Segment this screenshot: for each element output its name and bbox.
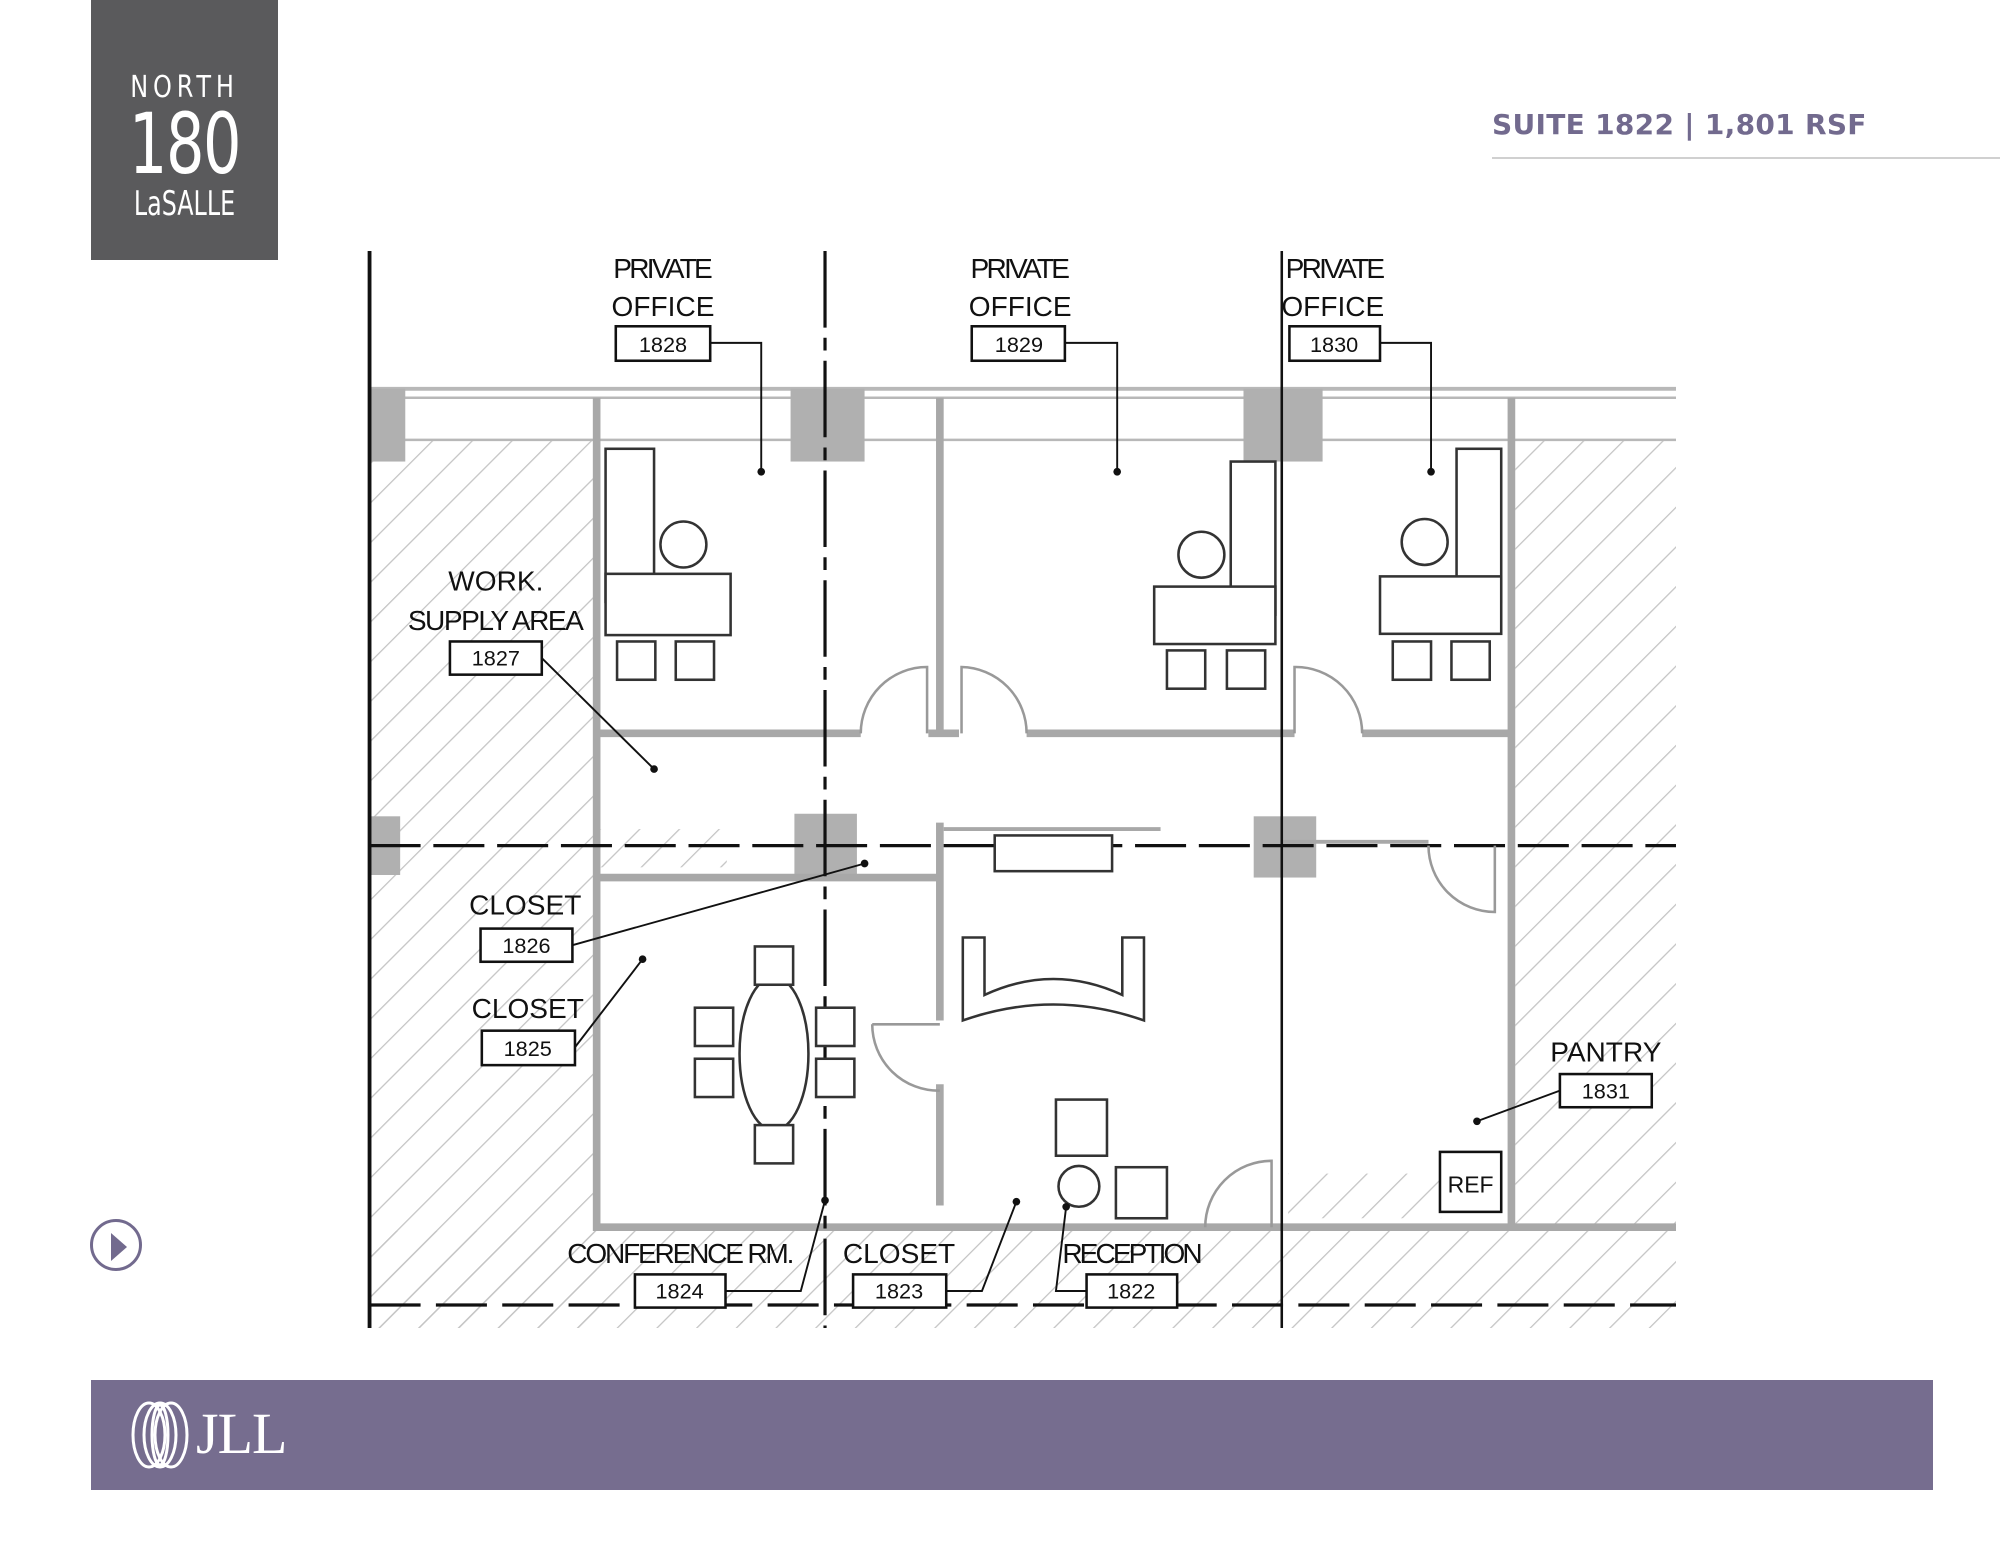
building-logo: NORTH 180 LaSALLE xyxy=(91,0,278,260)
logo-line-number: 180 xyxy=(128,95,242,193)
header-divider xyxy=(1492,157,2000,159)
room-number: 1826 xyxy=(502,933,550,958)
room-number: 1823 xyxy=(875,1279,923,1304)
room-number: 1828 xyxy=(639,332,687,357)
logo-line-north: NORTH xyxy=(130,70,239,105)
room-number: 1829 xyxy=(995,332,1043,357)
next-page-button[interactable] xyxy=(90,1219,142,1271)
room-label-1830: PRIVATE OFFICE 1830 xyxy=(1281,253,1386,363)
footer-brand: JLL xyxy=(196,1401,287,1466)
hatched-areas xyxy=(369,439,1676,1328)
ref-label: REF xyxy=(1448,1172,1494,1198)
exterior-wall xyxy=(369,386,1676,442)
room-label-1823: CLOSET 1823 xyxy=(843,1238,955,1309)
suite-title: SUITE 1822 | 1,801 RSF xyxy=(1492,108,1867,141)
room-name: WORK. xyxy=(448,565,543,596)
room-name: PRIVATE xyxy=(1286,253,1386,284)
room-name-line2: OFFICE xyxy=(969,291,1072,322)
room-name: RECEPTION xyxy=(1062,1238,1202,1269)
room-name: CLOSET xyxy=(472,993,584,1024)
room-name: PRIVATE xyxy=(613,253,713,284)
room-number: 1827 xyxy=(472,646,520,671)
room-name-line2: OFFICE xyxy=(1281,291,1384,322)
footer-bar: JLL xyxy=(91,1380,1933,1490)
room-label-1829: PRIVATE OFFICE 1829 xyxy=(969,253,1072,363)
room-label-1825: CLOSET 1825 xyxy=(472,993,584,1067)
furniture xyxy=(604,447,1503,1220)
room-label-1831: PANTRY 1831 xyxy=(1550,1036,1662,1109)
room-label-1826: CLOSET 1826 xyxy=(469,890,581,964)
room-name: CONFERENCE RM. xyxy=(567,1238,794,1269)
doors xyxy=(859,665,1497,1228)
leader-lines xyxy=(541,341,1561,1292)
room-number: 1831 xyxy=(1582,1078,1630,1103)
play-arrow-icon xyxy=(111,1233,127,1261)
room-number: 1830 xyxy=(1310,332,1358,357)
room-name: CLOSET xyxy=(469,890,581,921)
room-label-1822: RECEPTION 1822 xyxy=(1062,1238,1203,1309)
room-name-line2: SUPPLY AREA xyxy=(408,605,584,636)
room-number: 1822 xyxy=(1107,1279,1155,1304)
room-number: 1824 xyxy=(655,1279,703,1304)
room-name: PRIVATE xyxy=(970,253,1070,284)
room-label-1824: CONFERENCE RM. 1824 xyxy=(567,1238,794,1309)
room-labels: PRIVATE OFFICE 1828 PRIVATE OFFICE 1829 … xyxy=(408,253,1662,1309)
room-name: PANTRY xyxy=(1550,1036,1662,1067)
ref-box: REF xyxy=(1438,1150,1503,1214)
room-label-1828: PRIVATE OFFICE 1828 xyxy=(612,253,715,363)
leader-dots xyxy=(638,467,1481,1211)
interior-walls xyxy=(592,397,1676,1232)
logo-line-name: LaSALLE xyxy=(133,184,236,224)
room-label-1827: WORK. SUPPLY AREA 1827 xyxy=(408,565,584,676)
room-name-line2: OFFICE xyxy=(612,291,715,322)
room-number: 1825 xyxy=(504,1036,552,1061)
jll-logo-icon xyxy=(131,1401,189,1469)
room-name: CLOSET xyxy=(843,1238,955,1269)
floor-plan: REF PRIVATE OFFICE 1828 PRIVATE OFFICE 1… xyxy=(367,251,1676,1328)
